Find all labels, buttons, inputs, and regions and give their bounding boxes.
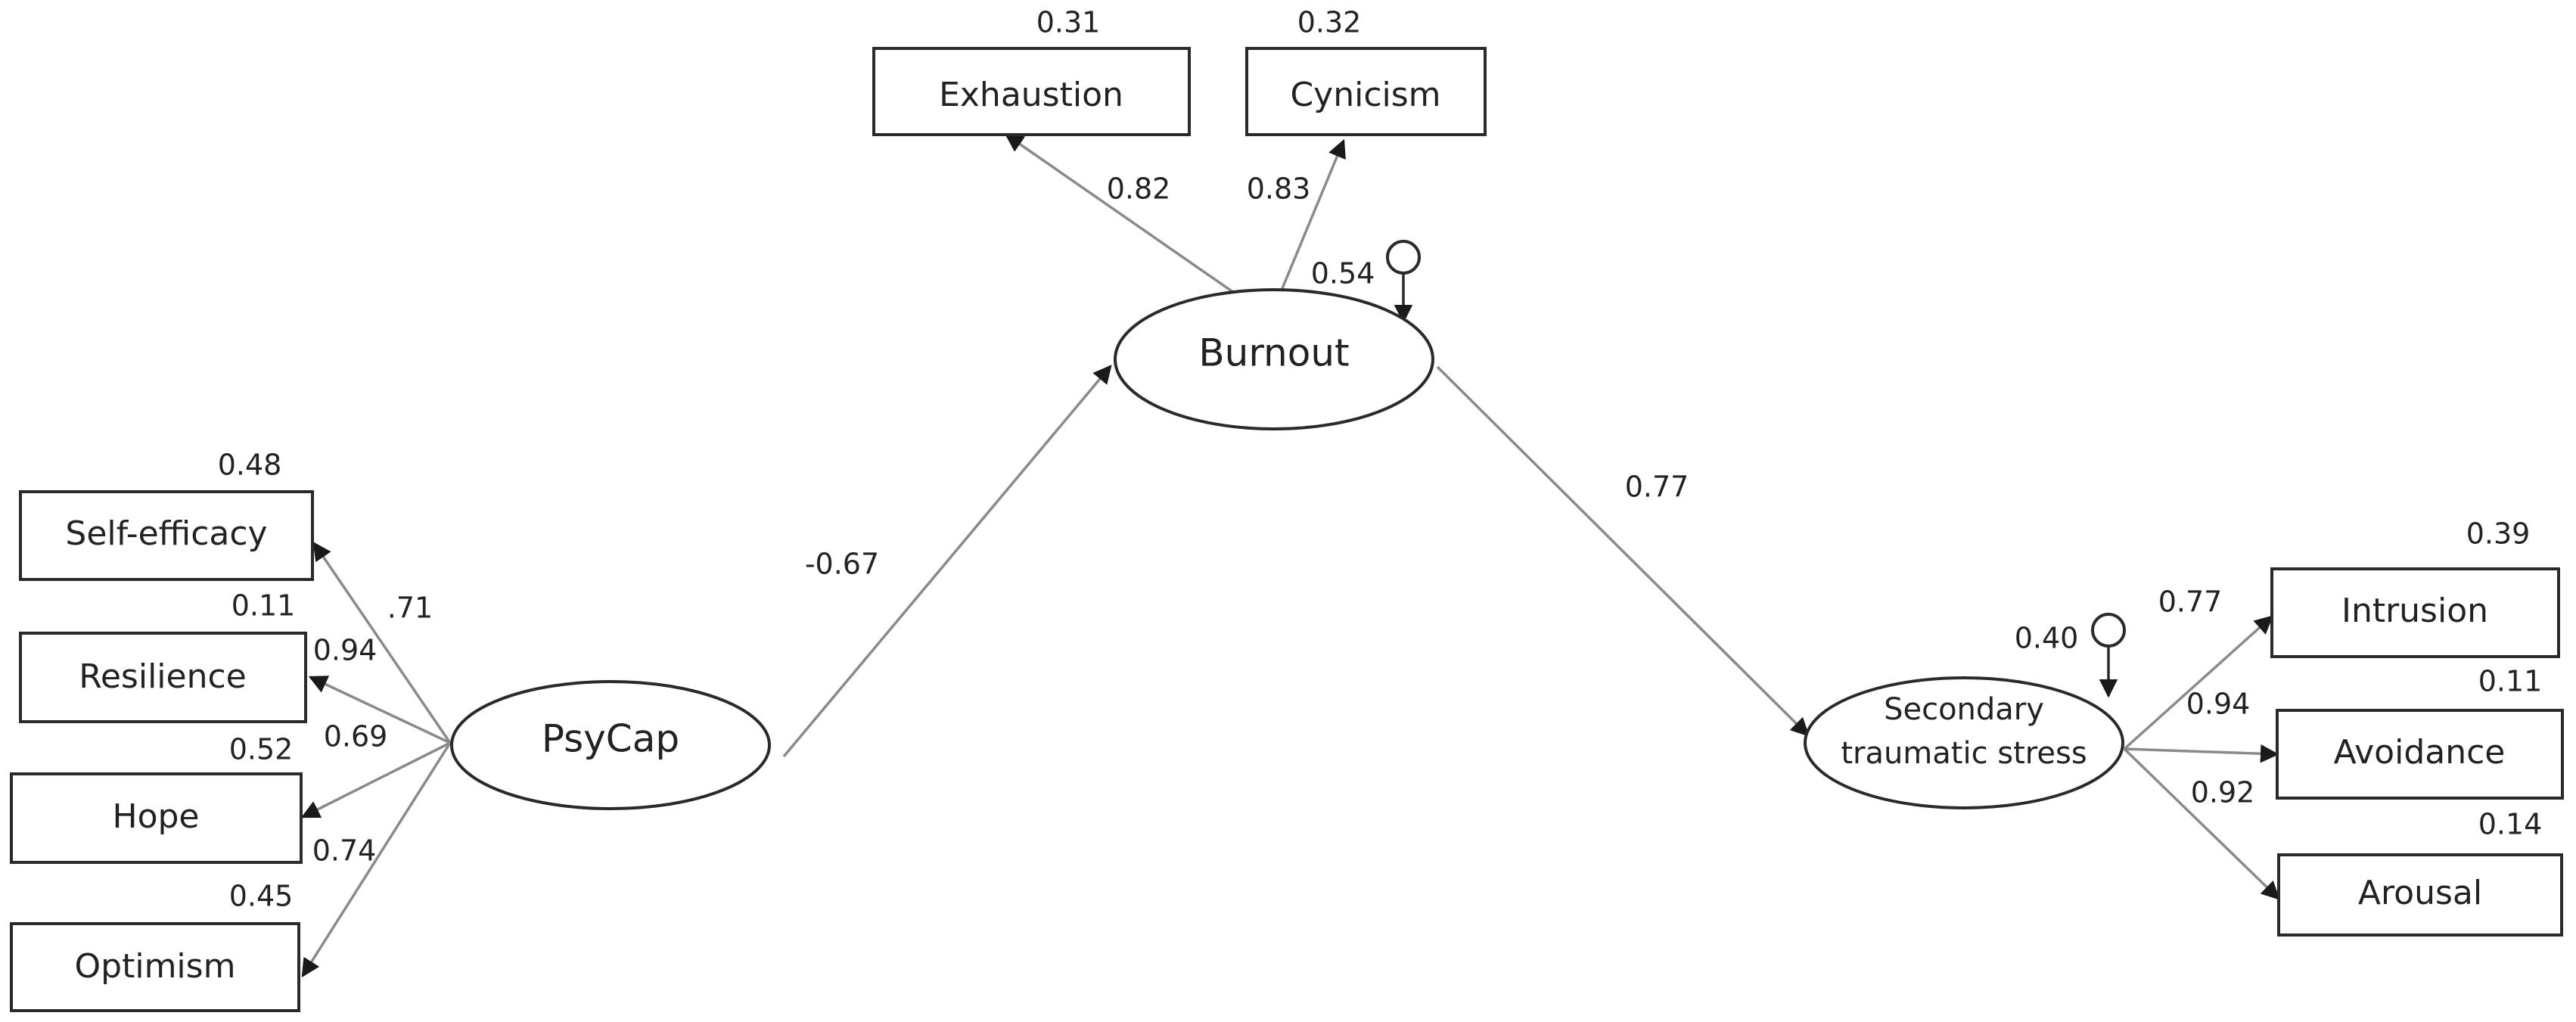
box-cynicism: Cynicism bbox=[1245, 47, 1487, 136]
latent-secondary-traumatic-stress: Secondary traumatic stress bbox=[1804, 676, 2124, 809]
box-avoidance: Avoidance bbox=[2276, 709, 2564, 800]
intrusion-label: Intrusion bbox=[2341, 592, 2488, 630]
burnout-disturbance bbox=[1386, 240, 1421, 324]
loading-resilience: 0.94 bbox=[313, 634, 378, 667]
path-psycap-to-resilience bbox=[308, 676, 451, 744]
loading-optimism: 0.74 bbox=[312, 834, 377, 868]
loading-hope: 0.69 bbox=[324, 720, 388, 753]
intrusion-value: 0.39 bbox=[2466, 517, 2531, 551]
loading-cynicism: 0.83 bbox=[1247, 172, 1311, 206]
sts-label-line1: Secondary bbox=[1884, 692, 2044, 727]
exhaustion-label: Exhaustion bbox=[939, 76, 1123, 114]
burnout-error-circle bbox=[1386, 240, 1421, 275]
burnout-label: Burnout bbox=[1198, 331, 1349, 375]
latent-burnout: Burnout bbox=[1114, 288, 1434, 430]
loading-exhaustion: 0.82 bbox=[1107, 172, 1171, 206]
box-self-efficacy: Self-efficacy bbox=[19, 490, 314, 581]
path-psycap-to-self-efficacy bbox=[312, 541, 452, 744]
loading-intrusion: 0.77 bbox=[2158, 586, 2223, 619]
hope-label: Hope bbox=[112, 797, 199, 836]
cynicism-label: Cynicism bbox=[1290, 76, 1440, 114]
burnout-r2: 0.54 bbox=[1311, 257, 1375, 290]
resilience-label: Resilience bbox=[79, 657, 246, 696]
box-hope: Hope bbox=[10, 772, 303, 864]
cynicism-value: 0.32 bbox=[1297, 6, 1362, 39]
self-efficacy-value: 0.48 bbox=[218, 449, 282, 482]
box-exhaustion: Exhaustion bbox=[872, 47, 1191, 136]
path-burnout-to-exhaustion bbox=[1004, 133, 1249, 304]
avoidance-value: 0.11 bbox=[2478, 665, 2543, 698]
sts-disturbance bbox=[2091, 613, 2126, 698]
optimism-value: 0.45 bbox=[229, 880, 294, 913]
exhaustion-value: 0.31 bbox=[1036, 6, 1101, 39]
box-optimism: Optimism bbox=[10, 922, 300, 1012]
path-burnout-to-cynicism bbox=[1276, 138, 1346, 302]
path-psycap-to-optimism bbox=[301, 742, 452, 978]
optimism-label: Optimism bbox=[75, 947, 236, 986]
resilience-value: 0.11 bbox=[231, 589, 296, 623]
sts-r2: 0.40 bbox=[2015, 622, 2079, 655]
loading-avoidance: 0.94 bbox=[2186, 688, 2251, 721]
path-sts-to-intrusion bbox=[2123, 615, 2273, 750]
arousal-value: 0.14 bbox=[2478, 808, 2543, 841]
path-sts-to-avoidance bbox=[2124, 744, 2279, 763]
loading-arousal: 0.92 bbox=[2191, 776, 2255, 809]
path-sts-to-arousal bbox=[2123, 747, 2280, 900]
box-resilience: Resilience bbox=[19, 632, 307, 723]
path-coef-burnout-sts: 0.77 bbox=[1625, 471, 1689, 504]
box-intrusion: Intrusion bbox=[2270, 567, 2560, 658]
self-efficacy-label: Self-efficacy bbox=[65, 514, 267, 553]
path-burnout-to-sts bbox=[1436, 365, 1810, 737]
arousal-label: Arousal bbox=[2358, 874, 2482, 912]
psycap-label: PsyCap bbox=[542, 717, 679, 761]
latent-psycap: PsyCap bbox=[450, 680, 771, 810]
sts-label-line2: traumatic stress bbox=[1841, 736, 2087, 771]
loading-self-efficacy: .71 bbox=[387, 592, 433, 625]
path-psycap-to-burnout bbox=[782, 365, 1112, 758]
path-psycap-to-hope bbox=[300, 741, 451, 819]
sts-error-circle bbox=[2091, 613, 2126, 648]
avoidance-label: Avoidance bbox=[2334, 733, 2506, 772]
box-arousal: Arousal bbox=[2277, 853, 2563, 937]
hope-value: 0.52 bbox=[229, 733, 294, 766]
path-coef-psycap-burnout: -0.67 bbox=[805, 548, 879, 581]
